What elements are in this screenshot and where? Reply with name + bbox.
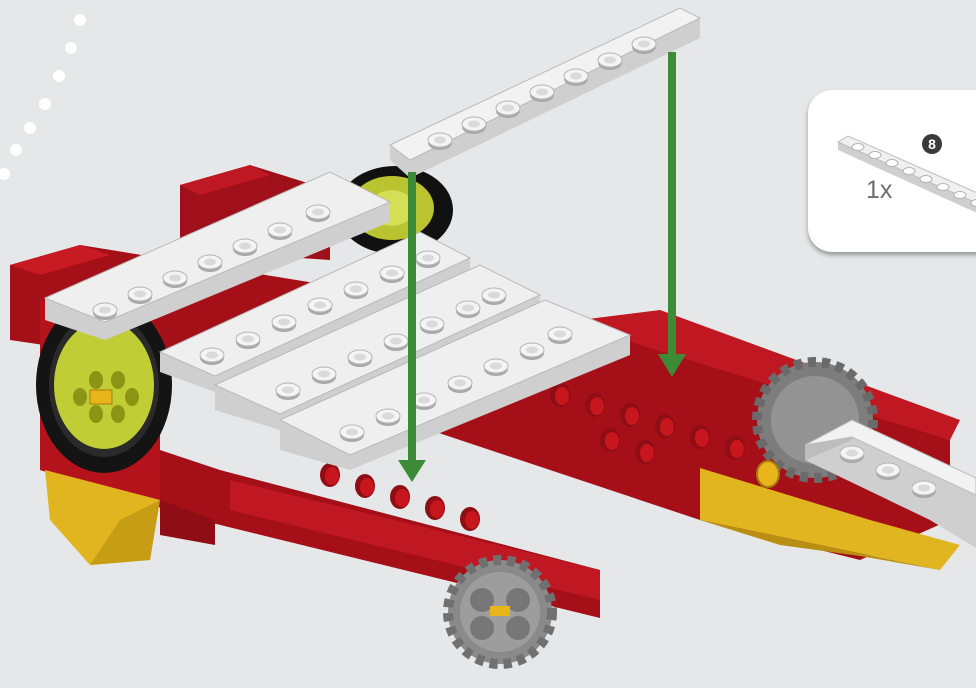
new-plate bbox=[390, 8, 700, 178]
progress-dots-icon bbox=[0, 14, 86, 202]
part-length-badge: 8 bbox=[922, 134, 942, 154]
part-quantity: 1x bbox=[866, 176, 892, 205]
gear-icon bbox=[448, 560, 552, 664]
parts-callout: 8 1x bbox=[808, 90, 976, 252]
plate-icon bbox=[808, 90, 976, 252]
